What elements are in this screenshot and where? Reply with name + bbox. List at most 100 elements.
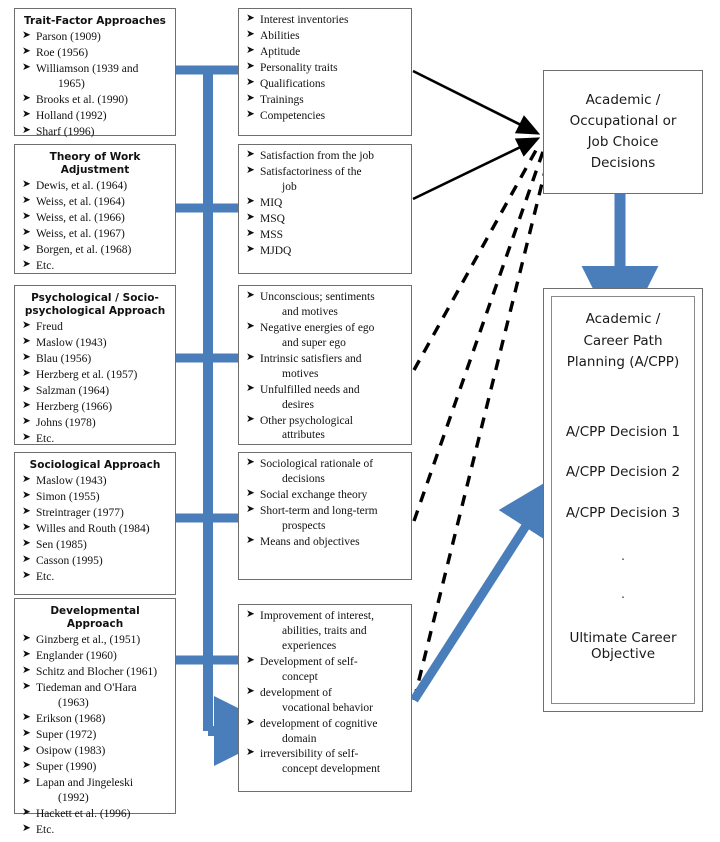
list-item: ➤Weiss, et al. (1966) — [22, 210, 125, 225]
list-item: ➤MIQ — [246, 194, 283, 209]
list-item: ➤Parson (1909) — [22, 29, 101, 44]
arrow-bullet-icon: ➤ — [246, 27, 255, 40]
list-item: ➤Weiss, et al. (1964) — [22, 194, 125, 209]
arrow-bullet-icon: ➤ — [246, 746, 255, 759]
arrow-bullet-icon: ➤ — [246, 412, 255, 425]
list-item: ➤Sharf (1996) — [22, 123, 95, 138]
list-item: ➤Qualifications — [246, 75, 326, 90]
arrow-bullet-icon: ➤ — [246, 502, 255, 515]
decision-line: Job Choice — [587, 134, 659, 150]
theory-box-sociological[interactable]: Sociological Approach ➤Maslow (1943) ➤Si… — [14, 452, 176, 595]
decision-arrow-layer — [412, 69, 554, 701]
decision-box-text: Academic / Occupational or Job Choice De… — [570, 90, 677, 174]
dashed-arrow-developmental-to-decisions — [412, 142, 554, 701]
list-item: ➤Lapan and Jingeleski(1992) — [22, 774, 134, 804]
arrow-bullet-icon: ➤ — [22, 742, 31, 755]
list-item: ➤Brooks et al. (1990) — [22, 91, 128, 106]
construct-box-developmental[interactable]: ➤Improvement of interest,abilities, trai… — [238, 604, 412, 792]
arrow-bullet-icon: ➤ — [22, 242, 31, 254]
theory-item-list: ➤Parson (1909) ➤Roe (1956) ➤Williamson (… — [21, 29, 169, 140]
arrow-bullet-icon: ➤ — [22, 821, 31, 834]
acpp-box[interactable]: Academic / Career Path Planning (A/CPP) … — [543, 288, 703, 712]
arrow-bullet-icon: ➤ — [22, 805, 31, 818]
list-item: ➤Roe (1956) — [22, 45, 89, 60]
list-item: ➤Abilities — [246, 27, 300, 42]
list-item: ➤Simon (1955) — [22, 489, 100, 504]
acpp-footer-line: Objective — [590, 646, 655, 663]
arrow-bullet-icon: ➤ — [246, 59, 255, 72]
list-item: ➤Tiedeman and O'Hara(1963) — [22, 680, 137, 709]
arrow-bullet-icon: ➤ — [22, 414, 31, 427]
theory-box-trait-factor[interactable]: Trait-Factor Approaches ➤Parson (1909) ➤… — [14, 8, 176, 138]
list-item: ➤irreversibility of self-concept develop… — [246, 746, 381, 776]
list-item: ➤Competencies — [246, 107, 326, 122]
acpp-heading-line: Planning (A/CPP) — [566, 354, 680, 371]
list-item: ➤Etc. — [22, 821, 55, 836]
construct-box-trait-factor[interactable]: ➤Interest inventories ➤Abilities ➤Aptitu… — [238, 8, 412, 136]
list-item: ➤Johns (1978) — [22, 414, 96, 429]
decision-line: Decisions — [590, 154, 656, 171]
arrow-bullet-icon: ➤ — [22, 61, 31, 73]
arrow-bullet-icon: ➤ — [22, 398, 31, 411]
list-item: ➤Hackett et al. (1996) — [22, 805, 131, 820]
theory-item-list: ➤Maslow (1943) ➤Simon (1955) ➤Streintrag… — [21, 473, 169, 585]
theory-box-title: Theory of Work Adjustment — [49, 151, 141, 177]
list-item: ➤Blau (1956) — [22, 351, 92, 366]
theory-box-psychological[interactable]: Psychological / Socio-psychological Appr… — [14, 285, 176, 445]
arrow-bullet-icon: ➤ — [22, 552, 31, 565]
list-item: ➤Streintrager (1977) — [22, 505, 124, 519]
arrow-bullet-icon: ➤ — [22, 29, 31, 42]
list-item: ➤Super (1990) — [22, 758, 97, 773]
arrow-bullet-icon: ➤ — [22, 536, 31, 549]
decision-box[interactable]: Academic / Occupational or Job Choice De… — [543, 70, 703, 194]
arrow-bullet-icon: ➤ — [22, 505, 31, 517]
arrow-bullet-icon: ➤ — [246, 289, 255, 301]
arrow-bullet-icon: ➤ — [246, 226, 255, 239]
arrow-bullet-icon: ➤ — [22, 726, 31, 739]
arrow-bullet-icon: ➤ — [22, 383, 31, 395]
arrow-bullet-icon: ➤ — [22, 194, 31, 207]
acpp-heading-line: Academic / — [585, 311, 661, 327]
arrow-bullet-icon: ➤ — [22, 319, 31, 332]
acpp-decision-3: A/CPP Decision 3 — [565, 504, 681, 521]
list-item: ➤Casson (1995) — [22, 552, 103, 567]
acpp-ellipsis-dot: . — [621, 549, 625, 564]
theory-box-theory-of-work-adjustment[interactable]: Theory of Work Adjustment ➤Dewis, et al.… — [14, 144, 176, 274]
list-item: ➤Maslow (1943) — [22, 335, 107, 350]
arrow-bullet-icon: ➤ — [246, 486, 255, 499]
solid-arrow-work-adjustment-to-decisions — [412, 137, 541, 201]
list-item: ➤Maslow (1943) — [22, 473, 107, 488]
list-item: ➤Trainings — [246, 91, 304, 106]
arrow-bullet-icon: ➤ — [22, 758, 31, 771]
arrow-bullet-icon: ➤ — [246, 148, 255, 160]
arrow-bullet-icon: ➤ — [246, 653, 255, 666]
acpp-decision-2: A/CPP Decision 2 — [565, 464, 681, 481]
arrow-bullet-icon: ➤ — [22, 680, 31, 693]
list-item: ➤Borgen, et al. (1968) — [22, 242, 132, 256]
theory-box-developmental[interactable]: Developmental Approach ➤Ginzberg et al.,… — [14, 598, 176, 836]
arrow-bullet-icon: ➤ — [22, 178, 31, 191]
arrow-bullet-icon: ➤ — [22, 367, 31, 380]
construct-box-work-adjustment[interactable]: ➤Satisfaction from the job ➤Satisfactori… — [238, 144, 412, 274]
arrow-bullet-icon: ➤ — [22, 473, 31, 486]
acpp-decision-1: A/CPP Decision 1 — [565, 423, 681, 440]
arrow-bullet-icon: ➤ — [246, 608, 255, 620]
list-item: ➤Schitz and Blocher (1961) — [22, 664, 158, 679]
list-item: ➤Personality traits — [246, 59, 338, 74]
arrow-bullet-icon: ➤ — [22, 664, 31, 677]
list-item: ➤Means and objectives — [246, 533, 360, 548]
list-item: ➤Holland (1992) — [22, 107, 107, 122]
list-item: ➤Super (1972) — [22, 726, 97, 741]
acpp-ellipsis-dot: . — [621, 587, 625, 602]
arrow-bullet-icon: ➤ — [246, 381, 255, 394]
arrow-bullet-icon: ➤ — [246, 242, 255, 255]
list-item: ➤MJDQ — [246, 242, 292, 257]
